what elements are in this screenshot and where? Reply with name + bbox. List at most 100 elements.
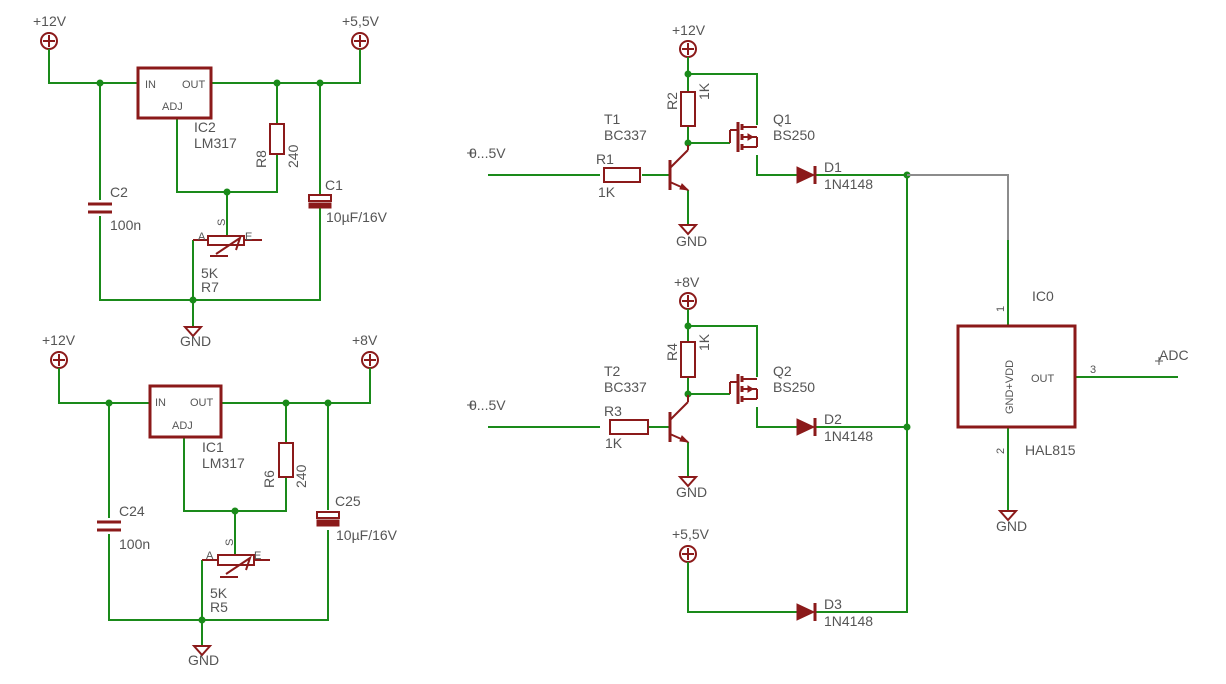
pin-number: 3 (1090, 364, 1096, 376)
pin-in-label: IN (145, 79, 156, 91)
part-value: 1K (696, 333, 712, 351)
ground-symbol (677, 224, 699, 236)
pin-adj-label: ADJ (172, 420, 193, 432)
pin-out-label: OUT (182, 79, 206, 91)
regulator-circuit-ic1: +12V +8V IN OUT ADJ IC1 LM317 (42, 332, 398, 668)
ground-label: GND (676, 484, 707, 500)
diode-d3 (796, 603, 817, 621)
part-value: 100n (119, 536, 150, 552)
part-name: D3 (824, 596, 842, 612)
pin-a-label: A (206, 550, 214, 562)
supply-label: +5,5V (342, 13, 380, 29)
part-value: BC337 (604, 379, 647, 395)
part-value: 1K (605, 435, 623, 451)
part-name: R2 (664, 92, 680, 110)
supply-symbol-8v (361, 351, 379, 369)
ground-label: GND (676, 233, 707, 249)
part-value: HAL815 (1025, 442, 1076, 458)
part-name: R7 (201, 279, 219, 295)
part-name: IC2 (194, 119, 216, 135)
pin-number: 1 (995, 306, 1007, 312)
mosfet-q2 (729, 374, 758, 404)
supply-symbol-5v5 (679, 545, 697, 563)
ground-label: GND (188, 652, 219, 668)
supply-label: +5,5V (672, 526, 710, 542)
switch-channel-2: +8V R4 1K R3 1K T2 BC337 (467, 274, 911, 500)
part-name: C1 (325, 177, 343, 193)
regulator-circuit-ic2: +12V +5,5V IN OUT ADJ IC2 LM317 (33, 13, 388, 349)
part-name: C2 (110, 184, 128, 200)
pin-out-label: OUT (190, 397, 214, 409)
ground-symbol (677, 476, 699, 488)
pin-power-label: GND+VDD (1004, 360, 1016, 414)
capacitor-c25 (316, 511, 340, 527)
part-name: R8 (253, 150, 269, 168)
supply-symbol-8v (679, 292, 697, 310)
switch-channel-3: +5,5V D3 1N4148 (672, 175, 908, 629)
diode-d2 (796, 418, 817, 436)
resistor-r4 (680, 341, 696, 378)
part-name: IC0 (1032, 288, 1054, 304)
ground-label: GND (996, 518, 1027, 534)
capacitor-c24 (97, 520, 121, 532)
pin-s-label: S (216, 219, 228, 226)
part-value: 1K (696, 82, 712, 100)
pin-number: 2 (995, 448, 1007, 454)
trimmer-r7 (193, 235, 262, 257)
supply-label: +8V (674, 274, 700, 290)
part-name: R5 (210, 599, 228, 615)
part-value: 1N4148 (824, 613, 873, 629)
pin-e-label: E (254, 550, 261, 562)
part-value: 1N4148 (824, 428, 873, 444)
pin-adj-label: ADJ (162, 101, 183, 113)
part-value: 10µF/16V (336, 527, 398, 543)
part-name: IC1 (202, 439, 224, 455)
resistor-r2 (680, 91, 696, 127)
part-name: R1 (596, 151, 614, 167)
part-name: Q2 (773, 363, 792, 379)
part-name: D1 (824, 159, 842, 175)
part-name: R6 (261, 470, 277, 488)
output-label: ADC (1159, 347, 1189, 363)
part-name: Q1 (773, 111, 792, 127)
supply-symbol-12v (40, 32, 58, 50)
pin-a-label: A (198, 231, 206, 243)
input-label: 0...5V (469, 397, 506, 413)
part-name: T2 (604, 363, 621, 379)
pin-s-label: S (224, 539, 236, 546)
part-value: LM317 (202, 455, 245, 471)
part-name: T1 (604, 111, 621, 127)
supply-label: +12V (672, 22, 706, 38)
supply-symbol-12v (679, 40, 697, 58)
part-name: C24 (119, 503, 145, 519)
resistor-r6 (278, 442, 294, 478)
npn-transistor-t1 (668, 145, 690, 191)
part-value: 5K (201, 265, 219, 281)
part-value: 1K (598, 184, 616, 200)
diode-d1 (796, 166, 817, 184)
supply-label: +8V (352, 332, 378, 348)
part-value: 100n (110, 217, 141, 233)
supply-label: +12V (33, 13, 67, 29)
capacitor-c2 (88, 202, 112, 214)
npn-transistor-t2 (668, 395, 690, 443)
capacitor-c1 (308, 194, 332, 209)
part-value: 240 (293, 464, 309, 488)
mosfet-q1 (729, 122, 758, 152)
regulator-ic1: IN OUT ADJ (148, 384, 223, 439)
part-value: BS250 (773, 127, 815, 143)
part-name: R4 (664, 343, 680, 361)
pin-out-label: OUT (1031, 373, 1055, 385)
supply-label: +12V (42, 332, 76, 348)
regulator-ic2: IN OUT ADJ (136, 66, 213, 120)
resistor-r3 (609, 419, 649, 435)
ground-label: GND (180, 333, 211, 349)
part-name: D2 (824, 411, 842, 427)
supply-symbol-5v5 (351, 32, 369, 50)
switch-channel-1: +12V R2 1K R1 1K T1 (467, 22, 1008, 249)
part-value: BS250 (773, 379, 815, 395)
part-value: 240 (285, 144, 301, 168)
pin-e-label: E (245, 231, 252, 243)
ground-symbol (182, 326, 204, 338)
